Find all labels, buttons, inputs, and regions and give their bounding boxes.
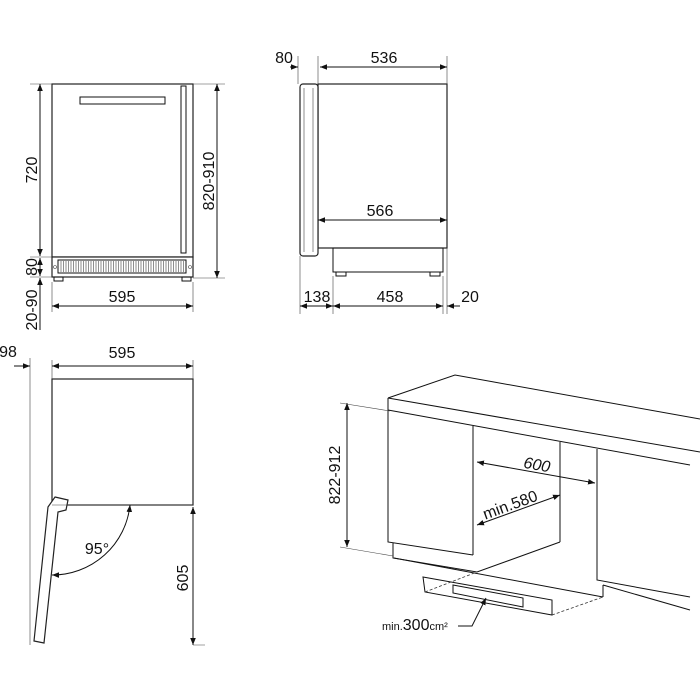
countertop xyxy=(387,374,700,466)
side-body xyxy=(317,83,448,249)
dim-inner-depth: 566 xyxy=(367,203,394,220)
foot-right xyxy=(181,276,192,282)
dim-niche-height: 822-912 xyxy=(327,446,344,505)
side-door xyxy=(299,83,319,257)
installation-view: 822-912 600 min.580 min.300cm² xyxy=(327,374,700,634)
top-view: 98 595 95° 605 xyxy=(0,344,205,646)
dim-niche-width: 600 xyxy=(522,455,551,476)
dim-door-clearance: 98 xyxy=(0,344,17,361)
opening-arc xyxy=(51,504,133,578)
plinth xyxy=(51,256,194,278)
dim-door-depth: 80 xyxy=(275,50,293,67)
dim-door-height: 720 xyxy=(24,157,41,184)
dim-plinth-height: 80 xyxy=(24,258,41,276)
front-door xyxy=(51,83,194,258)
dim-base-depth: 458 xyxy=(377,289,404,306)
vent-panel xyxy=(422,576,553,616)
dim-body-depth: 536 xyxy=(371,50,398,67)
niche xyxy=(387,398,561,573)
dim-top-width: 595 xyxy=(109,345,136,362)
door-handle xyxy=(79,96,166,105)
door-seal xyxy=(180,85,187,254)
dim-open-depth: 605 xyxy=(175,565,192,592)
open-door xyxy=(33,496,69,644)
dim-rear-offset: 20 xyxy=(461,289,479,306)
foot-left xyxy=(53,276,64,282)
vent-slot xyxy=(452,584,524,608)
dim-feet: 20-90 xyxy=(24,289,41,330)
dim-total-height: 820-910 xyxy=(201,152,218,211)
right-cabinet xyxy=(393,449,691,611)
dim-min-width: min.580 xyxy=(481,488,540,523)
front-view: 720 80 20-90 820-910 595 xyxy=(24,83,225,330)
dim-front-width: 595 xyxy=(109,289,136,306)
dim-front-offset: 138 xyxy=(304,289,331,306)
dim-opening-angle: 95° xyxy=(85,541,109,558)
top-body xyxy=(51,378,194,506)
side-view: 80 536 566 138 458 20 xyxy=(275,50,479,314)
side-base xyxy=(332,247,444,273)
vent-label: min.300cm² xyxy=(382,617,448,634)
vent-grille xyxy=(57,259,187,274)
